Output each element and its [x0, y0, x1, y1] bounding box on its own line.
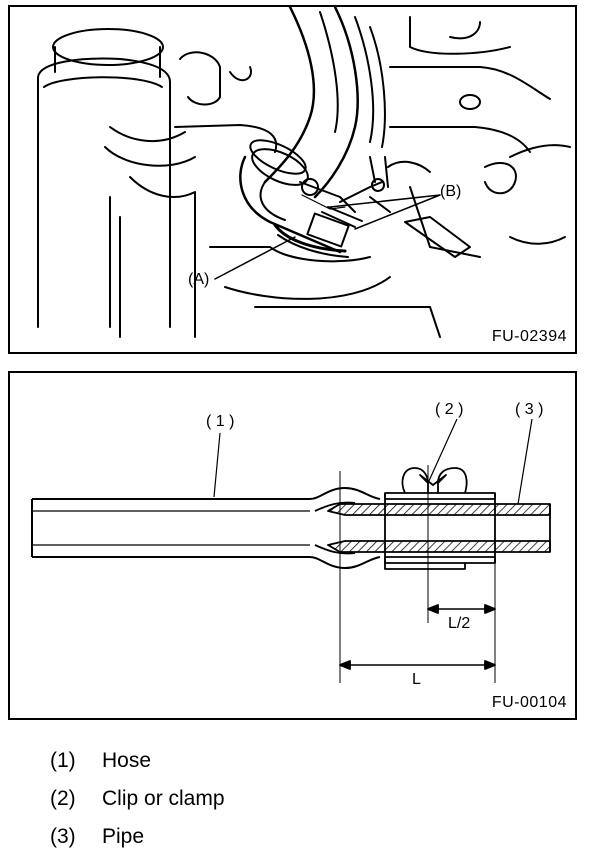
- engine-hose-illustration: [37, 7, 571, 338]
- dimension-full-label: L: [412, 671, 421, 688]
- label-b: (B): [440, 183, 462, 200]
- callout-2: ( 2 ): [435, 401, 464, 418]
- legend-item-pipe: (3) Pipe: [50, 818, 570, 856]
- legend-number: (2): [50, 787, 76, 810]
- label-a: (A): [188, 271, 210, 288]
- legend-number: (1): [50, 749, 76, 772]
- legend-text: Hose: [102, 749, 152, 772]
- hose-clamp-diagram: [31, 418, 551, 683]
- callout-1: ( 1 ): [206, 413, 235, 430]
- legend-text: Pipe: [102, 825, 145, 848]
- engine-hose-illustration-panel: (A) (B) FU-02394: [8, 5, 577, 354]
- legend-text: Clip or clamp: [102, 787, 225, 810]
- hose: [32, 487, 381, 569]
- dimension-half-label: L/2: [448, 615, 471, 632]
- legend-item-hose: (1) Hose: [50, 742, 570, 780]
- pipe: [327, 503, 551, 516]
- legend-item-clip: (2) Clip or clamp: [50, 780, 570, 818]
- figure-code: FU-02394: [491, 328, 567, 345]
- callout-3: ( 3 ): [515, 401, 544, 418]
- clamp: [384, 492, 496, 500]
- legend-number: (3): [50, 825, 76, 848]
- legend: (1) Hose (2) Clip or clamp (3) Pipe: [50, 742, 570, 856]
- figure-code: FU-00104: [491, 694, 567, 711]
- hose-clamp-diagram-panel: ( 1 ) ( 2 ) ( 3 ) L/2 L FU-00104: [8, 371, 577, 720]
